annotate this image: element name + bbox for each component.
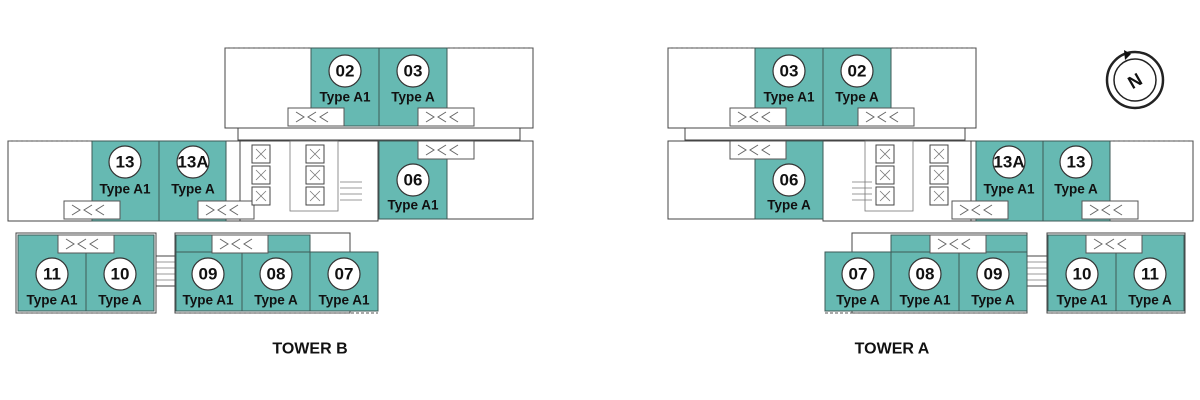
- unit-label-a-08[interactable]: 08 Type A1: [899, 257, 951, 308]
- unit-label-a-02[interactable]: 02 Type A: [835, 54, 879, 105]
- unit-number: 09: [199, 265, 218, 284]
- unit-number-badge: [908, 257, 942, 291]
- unit-type: Type A: [836, 293, 880, 308]
- unit-number-badge: [108, 145, 142, 179]
- unit-number-badge: [35, 257, 69, 291]
- unit-number: 13: [116, 153, 135, 172]
- unit-label-b-03[interactable]: 03 Type A: [391, 54, 435, 105]
- lift-core: [251, 144, 325, 206]
- unit-number: 07: [849, 265, 868, 284]
- unit-type: Type A1: [182, 293, 234, 308]
- unit-label-a-09[interactable]: 09 Type A: [971, 257, 1015, 308]
- unit-label-a-06[interactable]: 06 Type A: [767, 163, 811, 213]
- unit-label-b-02[interactable]: 02 Type A1: [319, 54, 371, 105]
- unit-number: 10: [111, 265, 130, 284]
- unit-number-badge: [1133, 257, 1167, 291]
- unit-label-b-09[interactable]: 09 Type A1: [182, 257, 234, 308]
- unit-label-a-07[interactable]: 07 Type A: [836, 257, 880, 308]
- unit-type: Type A: [254, 293, 298, 308]
- unit-number-badge: [1065, 257, 1099, 291]
- unit-number-badge: [976, 257, 1010, 291]
- unit-number: 13A: [993, 153, 1024, 172]
- unit-number: 08: [916, 265, 935, 284]
- unit-label-a-13[interactable]: 13 Type A: [1054, 145, 1098, 197]
- unit-number-badge: [1059, 145, 1093, 179]
- unit-type: Type A: [1054, 182, 1098, 197]
- unit-type: Type A: [835, 90, 879, 105]
- north-compass-icon: N: [1105, 50, 1165, 110]
- unit-number-badge: [992, 145, 1026, 179]
- unit-number-badge: [191, 257, 225, 291]
- tower-a-title: TOWER A: [855, 341, 930, 358]
- unit-type: Type A1: [763, 90, 815, 105]
- unit-number: 06: [404, 171, 423, 190]
- unit-number: 07: [335, 265, 354, 284]
- unit-label-b-13[interactable]: 13 Type A1: [99, 145, 151, 197]
- unit-label-a-03[interactable]: 03 Type A1: [763, 54, 815, 105]
- unit-number-badge: [841, 257, 875, 291]
- ac-ledge: [57, 107, 475, 254]
- lift-core: [875, 144, 949, 206]
- unit-type: Type A1: [1056, 293, 1108, 308]
- unit-type: Type A: [1128, 293, 1172, 308]
- unit-type: Type A: [391, 90, 435, 105]
- unit-number: 10: [1073, 265, 1092, 284]
- unit-number: 02: [848, 62, 867, 81]
- unit-type: Type A: [767, 198, 811, 213]
- unit-number-badge: [259, 257, 293, 291]
- unit-number-badge: [327, 257, 361, 291]
- unit-number-badge: [840, 54, 874, 88]
- unit-number: 03: [780, 62, 799, 81]
- unit-number-badge: [103, 257, 137, 291]
- tower-b-title: TOWER B: [272, 341, 347, 358]
- unit-number: 11: [1141, 265, 1159, 284]
- unit-type: Type A1: [319, 90, 371, 105]
- unit-type: Type A: [98, 293, 142, 308]
- ac-ledge: [729, 107, 1143, 254]
- unit-label-a-13a[interactable]: 13A Type A1: [983, 145, 1035, 197]
- unit-number: 02: [336, 62, 355, 81]
- unit-label-a-11[interactable]: 11 Type A: [1128, 257, 1172, 308]
- unit-label-b-07[interactable]: 07 Type A1: [318, 257, 370, 308]
- unit-number: 08: [267, 265, 286, 284]
- unit-number-badge: [176, 145, 210, 179]
- unit-number-badge: [772, 54, 806, 88]
- unit-number: 06: [780, 171, 799, 190]
- unit-label-a-10[interactable]: 10 Type A1: [1056, 257, 1108, 308]
- unit-label-b-08[interactable]: 08 Type A: [254, 257, 298, 308]
- unit-type: Type A1: [99, 182, 151, 197]
- tower-a-plan: [667, 47, 1194, 314]
- unit-label-b-06[interactable]: 06 Type A1: [387, 163, 439, 213]
- unit-number: 09: [984, 265, 1003, 284]
- unit-type: Type A1: [983, 182, 1035, 197]
- unit-type: Type A1: [26, 293, 78, 308]
- unit-type: Type A: [171, 182, 215, 197]
- unit-number-badge: [772, 163, 806, 197]
- unit-number: 13A: [177, 153, 208, 172]
- unit-label-b-10[interactable]: 10 Type A: [98, 257, 142, 308]
- unit-label-b-13a[interactable]: 13A Type A: [171, 145, 215, 197]
- unit-number: 03: [404, 62, 423, 81]
- unit-number-badge: [396, 54, 430, 88]
- unit-label-b-11[interactable]: 11 Type A1: [26, 257, 78, 308]
- unit-type: Type A1: [318, 293, 370, 308]
- unit-type: Type A1: [387, 198, 439, 213]
- unit-number-badge: [396, 163, 430, 197]
- unit-type: Type A: [971, 293, 1015, 308]
- unit-number: 11: [43, 265, 61, 284]
- unit-type: Type A1: [899, 293, 951, 308]
- unit-number-badge: [328, 54, 362, 88]
- unit-number: 13: [1067, 153, 1086, 172]
